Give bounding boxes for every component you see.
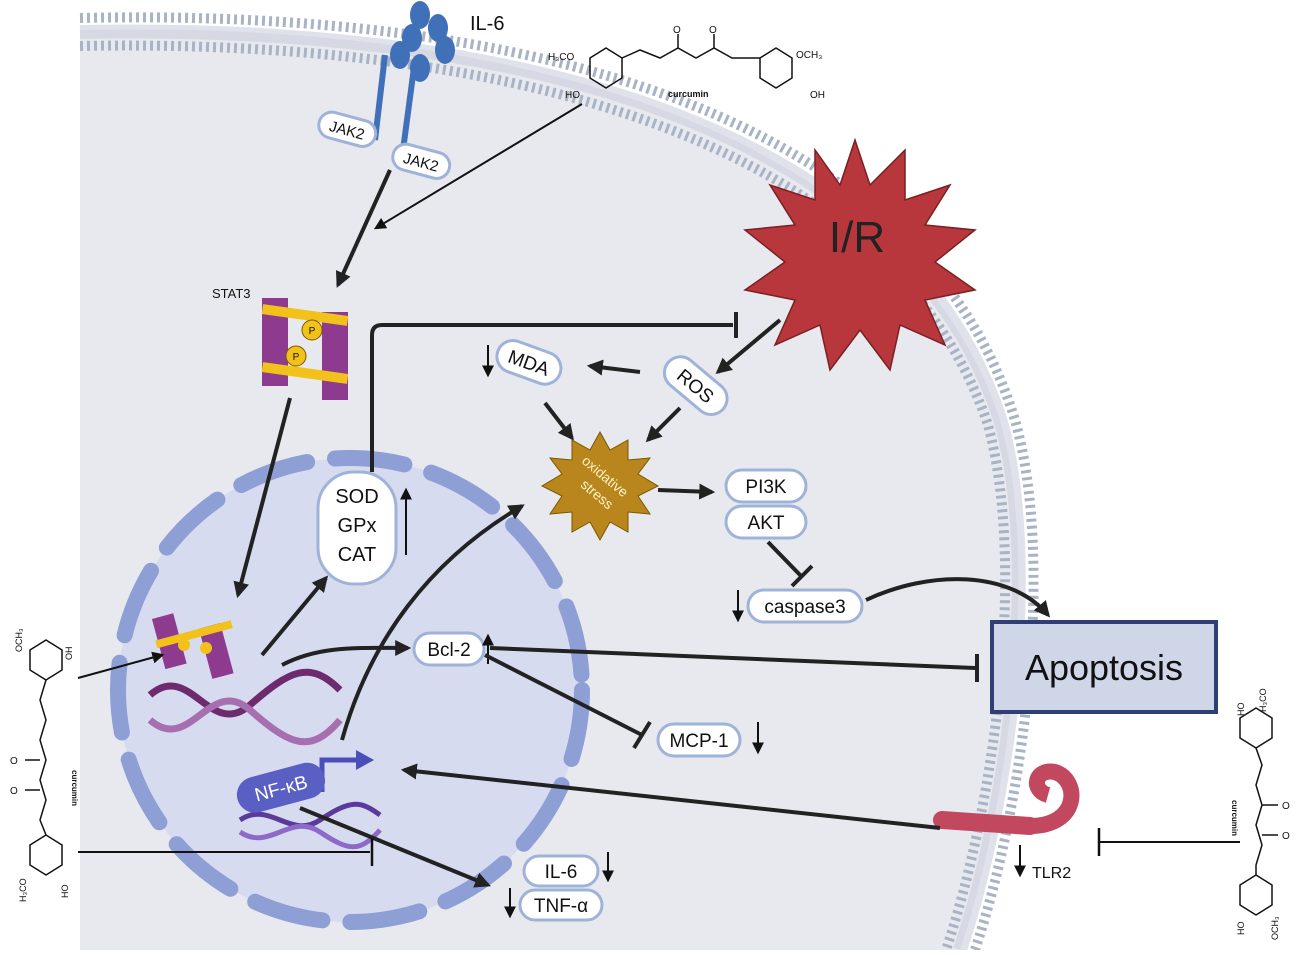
svg-text:curcumin: curcumin [70, 770, 79, 806]
mcp1-node: MCP-1 [656, 722, 742, 758]
svg-text:OH: OH [810, 90, 825, 101]
svg-text:O: O [709, 25, 717, 36]
arrow-stat3-nucleus [233, 397, 292, 599]
svg-text:SOD: SOD [335, 486, 378, 508]
svg-text:Apoptosis: Apoptosis [1025, 647, 1183, 688]
svg-text:OCH₃: OCH₃ [1270, 916, 1280, 940]
curcumin-structure-top [589, 34, 793, 89]
svg-text:O: O [10, 756, 18, 767]
stat3-nuclear [151, 613, 234, 679]
svg-text:H₃CO: H₃CO [548, 52, 575, 63]
svg-text:HO: HO [565, 90, 580, 101]
svg-text:OH: OH [64, 647, 74, 661]
curcumin-structure-right [1239, 707, 1278, 916]
svg-text:AKT: AKT [748, 513, 785, 534]
arrow-nfkb-stress [340, 504, 525, 741]
ir-star [743, 137, 977, 372]
il6-receptor [372, 1, 455, 151]
il6-top-label: IL-6 [470, 13, 504, 35]
arrow-dna-bcl2 [281, 639, 412, 667]
svg-text:HO: HO [1236, 922, 1246, 936]
inhibit-enzymes-ros [370, 323, 733, 472]
svg-text:curcumin: curcumin [668, 89, 709, 99]
arrow-stress-pi3k [657, 483, 716, 500]
svg-text:GPx: GPx [338, 515, 377, 537]
nucleus [110, 450, 590, 930]
bcl2-node: Bcl-2 [412, 631, 486, 667]
svg-text:curcumin: curcumin [1230, 800, 1239, 836]
akt-node: AKT [724, 504, 808, 540]
mda-node: MDA [495, 339, 563, 386]
arrow-ros-stress [645, 406, 682, 443]
cell-membrane-outer [79, 12, 1039, 952]
transcription-arrow-icon [356, 750, 374, 770]
inhibit-bcl2-apoptosis [489, 646, 976, 670]
jak2-left: JAK2 [317, 110, 378, 148]
svg-text:PI3K: PI3K [745, 477, 787, 498]
svg-text:IL-6: IL-6 [545, 862, 578, 883]
caspase3-node: caspase3 [746, 588, 864, 624]
tlr2-receptor [933, 763, 1080, 835]
curcumin-structure-left [25, 639, 63, 876]
svg-text:O: O [10, 786, 18, 797]
svg-text:P: P [309, 326, 316, 337]
svg-text:O: O [1282, 831, 1290, 842]
svg-text:HO: HO [60, 885, 70, 899]
nfkb-node: NF-κB [236, 762, 326, 813]
arrow-ros-mda [586, 359, 641, 376]
svg-text:CAT: CAT [338, 544, 377, 566]
cell-membrane-inner [79, 40, 1011, 952]
oxidative-stress-star [540, 430, 660, 542]
arrow-dna-enzymes [260, 575, 329, 657]
arrow-mda-stress [543, 401, 574, 441]
arrow-curcumin-stat3 [77, 651, 165, 679]
svg-text:OCH₃: OCH₃ [14, 628, 24, 652]
svg-text:H₃CO: H₃CO [1258, 688, 1268, 712]
arrow-nfkb-cytokines [299, 806, 491, 888]
arrow-tlr2-nfkb [400, 763, 941, 830]
arrow-curcumin-inhibit [373, 103, 583, 230]
svg-text:O: O [673, 25, 681, 36]
inhibit-bcl2-mcp1 [484, 653, 643, 737]
il6-output-node: IL-6 [522, 854, 600, 888]
svg-text:caspase3: caspase3 [764, 597, 845, 618]
pi3k-node: PI3K [724, 468, 808, 504]
dna-helix [147, 668, 343, 746]
svg-text:TNF-α: TNF-α [534, 896, 588, 917]
svg-text:Bcl-2: Bcl-2 [427, 640, 470, 661]
antioxidant-enzymes: SOD GPx CAT [316, 470, 398, 586]
ir-label: I/R [829, 213, 885, 262]
nfkb-dna [238, 801, 382, 850]
arrow-ir-ros [715, 318, 782, 375]
svg-text:O: O [1282, 801, 1290, 812]
inhibit-akt-caspase [766, 540, 804, 579]
svg-text:OCH₃: OCH₃ [796, 50, 822, 61]
stat3-dimer: P P [261, 298, 349, 400]
arrow-caspase-apoptosis [865, 577, 1051, 618]
stat3-label: STAT3 [212, 286, 251, 301]
svg-text:P: P [293, 352, 300, 363]
svg-text:H₃CO: H₃CO [18, 878, 28, 902]
svg-text:MCP-1: MCP-1 [669, 731, 728, 752]
arrow-jak2-stat3 [335, 169, 392, 288]
apoptosis-box: Apoptosis [990, 620, 1218, 714]
tlr2-label: TLR2 [1032, 865, 1071, 882]
tnfa-node: TNF-α [518, 888, 604, 922]
jak2-right: JAK2 [391, 142, 452, 180]
svg-text:HO: HO [1236, 703, 1246, 717]
